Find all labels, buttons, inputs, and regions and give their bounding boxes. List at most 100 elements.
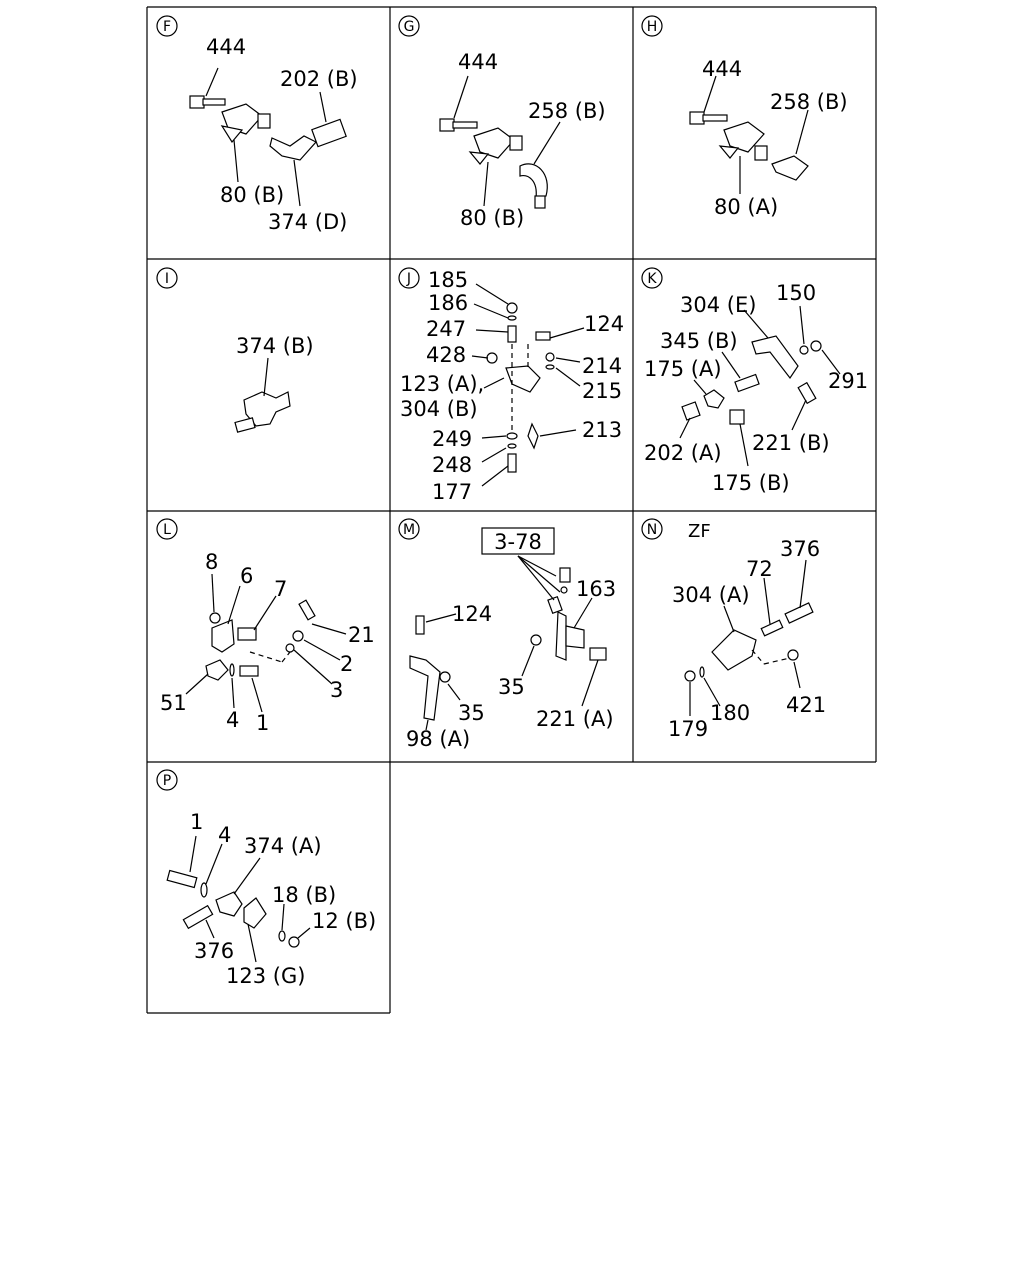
part-drawing xyxy=(679,305,841,467)
panel-letter: F xyxy=(163,19,171,35)
callout-label: 80 (B) xyxy=(460,206,524,230)
callout-label: 124 xyxy=(452,602,492,626)
callout-label: 376 xyxy=(780,537,820,561)
panel-letter: M xyxy=(403,522,415,538)
panel-k: K 304 (E) 150 345 (B) 175 (A) 291 202 (A… xyxy=(641,267,868,495)
callout-label: 304 (E) xyxy=(680,293,756,317)
callout-label: 213 xyxy=(582,418,622,442)
callout-label: 2 xyxy=(340,652,353,676)
panel-f: F 444 202 (B) 80 (B) 374 (D) xyxy=(156,15,358,234)
callout-label: 21 xyxy=(348,623,375,647)
panel-letter: P xyxy=(163,773,171,789)
callout-label: 185 xyxy=(428,268,468,292)
callout-label: 51 xyxy=(160,691,187,715)
panel-m: M 3-78 163 124 35 xyxy=(398,518,616,751)
callout-label: 202 (A) xyxy=(644,441,722,465)
callout-label: 374 (D) xyxy=(268,210,347,234)
callout-label: 304 (A) xyxy=(672,583,750,607)
callout-label: 163 xyxy=(576,577,616,601)
callout-label: 247 xyxy=(426,317,466,341)
callout-label: 150 xyxy=(776,281,816,305)
panel-badge: M xyxy=(398,518,420,540)
part-drawing xyxy=(189,67,347,207)
callout-label: 175 (B) xyxy=(712,471,790,495)
callout-label: 444 xyxy=(458,50,498,74)
panel-letter: G xyxy=(404,19,415,35)
panel-h: H 444 258 (B) 80 (A) xyxy=(641,15,848,219)
callout-label: 221 (A) xyxy=(536,707,614,731)
part-drawing xyxy=(185,573,347,713)
callout-label: 12 (B) xyxy=(312,909,376,933)
callout-label: 215 xyxy=(582,379,622,403)
part-drawing xyxy=(689,75,809,194)
callout-label: 1 xyxy=(256,711,269,735)
callout-label: 374 (A) xyxy=(244,834,322,858)
part-drawing xyxy=(409,555,607,731)
panel-letter: H xyxy=(647,19,658,35)
callout-label: 444 xyxy=(702,57,742,81)
callout-label: 8 xyxy=(205,550,218,574)
callout-label: 35 xyxy=(458,701,485,725)
callout-label: 1 xyxy=(190,810,203,834)
panel-letter: J xyxy=(406,271,411,287)
part-drawing xyxy=(166,835,311,963)
callout-label: 376 xyxy=(194,939,234,963)
variant-note: ZF xyxy=(688,521,711,542)
callout-label: 304 (B) xyxy=(400,397,478,421)
callout-label: 6 xyxy=(240,564,253,588)
callout-label: 80 (B) xyxy=(220,183,284,207)
panel-badge: F xyxy=(156,15,178,37)
callout-label: 291 xyxy=(828,369,868,393)
callout-label: 3 xyxy=(330,678,343,702)
callout-label: 345 (B) xyxy=(660,329,738,353)
callout-label: 4 xyxy=(218,823,231,847)
callout-label: 428 xyxy=(426,343,466,367)
callout-label: 72 xyxy=(746,557,773,581)
part-drawing xyxy=(684,559,814,716)
callout-label: 98 (A) xyxy=(406,727,470,751)
panel-badge: N xyxy=(641,518,663,540)
panel-p: P 1 4 374 (A) 18 (B) 12 (B) 376 123 (G) xyxy=(156,769,376,988)
callout-label: 123 (A), xyxy=(400,372,484,396)
panel-letter: K xyxy=(647,271,657,287)
callout-label: 35 xyxy=(498,675,525,699)
callout-label: 18 (B) xyxy=(272,883,336,907)
callout-label: 421 xyxy=(786,693,826,717)
panel-badge: K xyxy=(641,267,663,289)
callout-label: 180 xyxy=(710,701,750,725)
panel-j: J xyxy=(398,267,624,504)
part-drawing xyxy=(471,283,585,487)
part-drawing xyxy=(439,75,561,209)
part-drawing xyxy=(234,357,291,433)
callout-label: 177 xyxy=(432,480,472,504)
panel-grid xyxy=(146,6,877,1014)
panel-badge: J xyxy=(398,267,420,289)
callout-label: 80 (A) xyxy=(714,195,778,219)
panel-badge: H xyxy=(641,15,663,37)
callout-label: 179 xyxy=(668,717,708,741)
panel-letter: L xyxy=(163,522,171,538)
panel-l: L 8 6 7 21 2 3 51 xyxy=(156,518,375,735)
panel-g: G 444 258 (B) 80 (B) xyxy=(398,15,606,230)
panel-badge: L xyxy=(156,518,178,540)
callout-label: 214 xyxy=(582,354,622,378)
callout-label: 7 xyxy=(274,577,287,601)
panel-badge: G xyxy=(398,15,420,37)
callout-label: 248 xyxy=(432,453,472,477)
reference-box: 3-78 xyxy=(481,527,555,555)
callout-label: 374 (B) xyxy=(236,334,314,358)
panel-i: I 374 (B) xyxy=(156,267,314,433)
callout-label: 258 (B) xyxy=(528,99,606,123)
callout-label: 202 (B) xyxy=(280,67,358,91)
callout-label: 123 (G) xyxy=(226,964,305,988)
panel-letter: I xyxy=(165,271,169,287)
callout-label: 175 (A) xyxy=(644,357,722,381)
callout-label: 221 (B) xyxy=(752,431,830,455)
reference-label: 3-78 xyxy=(494,530,542,554)
panel-badge: I xyxy=(156,267,178,289)
panel-badge: P xyxy=(156,769,178,791)
panel-letter: N xyxy=(647,522,657,538)
callout-label: 444 xyxy=(206,35,246,59)
callout-label: 258 (B) xyxy=(770,90,848,114)
